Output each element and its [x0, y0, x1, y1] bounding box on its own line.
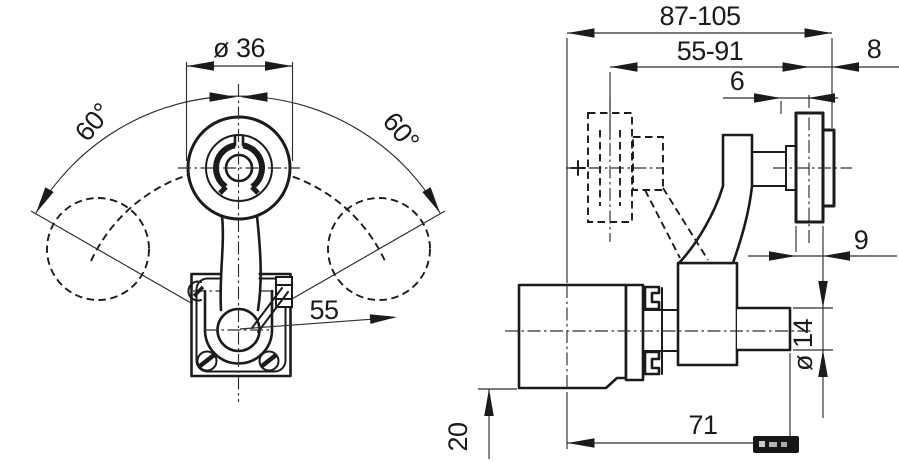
dim-overall-range: 87-105 [566, 1, 833, 283]
switch-head-side [676, 261, 792, 367]
watermark-artifact [753, 436, 799, 453]
dim-label-swing-left: 60° [69, 98, 117, 147]
side-view: 87-105 55-91 8 6 9 [443, 1, 899, 459]
front-view: ø 36 60° 60° 55 [30, 33, 446, 402]
dim-label-length: 71 [688, 410, 717, 440]
side-centerlines [505, 95, 852, 390]
dim-bottom-height: 20 [443, 388, 517, 459]
dim-label-swing-right: 60° [377, 107, 425, 156]
mounting-clamp-bottom [643, 350, 661, 376]
dim-label-roller-center-range: 55-91 [677, 36, 744, 66]
dim-label-roller-width: 9 [854, 225, 869, 255]
dim-label-bottom-height: 20 [443, 422, 473, 451]
screw-icon [187, 280, 202, 302]
shaft [735, 306, 792, 352]
mounting-clamp-top [643, 285, 661, 311]
dim-label-shaft-diameter: ø 14 [788, 319, 818, 372]
dim-shaft-diameter: ø 14 [788, 226, 833, 418]
dim-label-lever-radius: 55 [309, 295, 338, 325]
dim-hub-offset: 6 [723, 66, 838, 114]
dim-cap-width: 8 [832, 34, 882, 72]
screw-icon [258, 350, 280, 372]
dim-label-hub-offset: 6 [730, 66, 745, 96]
dim-label-cap-width: 8 [867, 34, 882, 64]
dim-label-roller-diameter: ø 36 [213, 33, 265, 63]
lever-arm-side [677, 133, 797, 265]
phantom-roller-side [570, 112, 709, 261]
dim-lever-radius: 55 [239, 295, 398, 330]
clamp-bolt [251, 276, 293, 333]
dim-label-overall-range: 87-105 [659, 1, 740, 31]
lever-arm-front [219, 214, 262, 312]
dim-roller-diameter: ø 36 [185, 33, 294, 161]
dim-roller-center-range: 55-91 [609, 36, 899, 140]
screw-icon [196, 350, 218, 372]
switch-body-side [517, 283, 679, 390]
front-centerlines [178, 84, 300, 402]
dim-length: 71 [566, 353, 791, 449]
